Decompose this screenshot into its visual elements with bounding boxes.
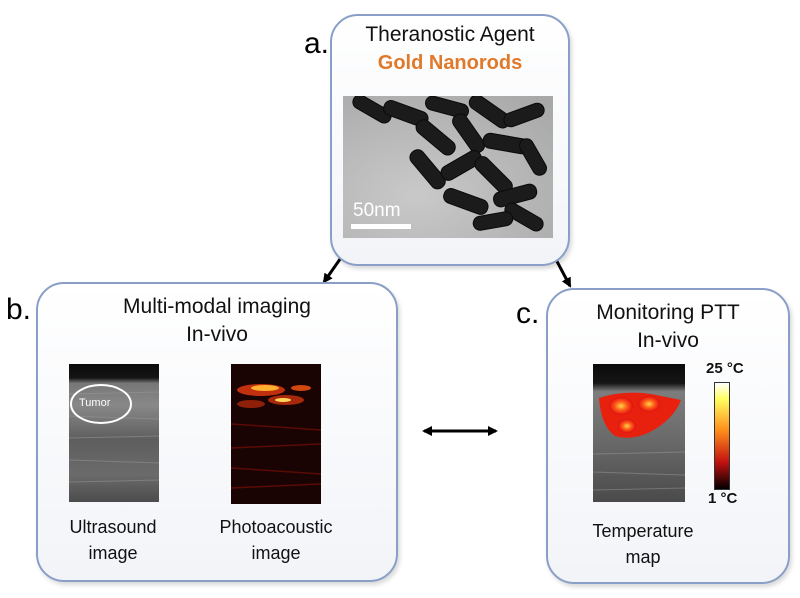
tumor-outline [70, 384, 132, 424]
photoacoustic-caption: Photoacoustic image [210, 514, 342, 566]
scale-bar-label: 50nm [353, 200, 401, 221]
tumor-label: Tumor [79, 397, 111, 409]
nanorods-tem-image: 50nm [343, 96, 553, 238]
photoacoustic-caption-line2: image [251, 543, 301, 563]
panel-c-letter: c. [516, 297, 540, 330]
panel-a-subtitle: Gold Nanorods [377, 52, 523, 74]
panel-b-title-line1: Multi-modal imaging [123, 295, 311, 318]
panel-c: Monitoring PTT In-vivo [546, 288, 790, 584]
panel-a-letter: a. [304, 27, 330, 60]
temperature-caption-line1: Temperature [592, 521, 694, 541]
colorbar-max-label: 25 °C [706, 360, 744, 377]
photoacoustic-caption-line1: Photoacoustic [219, 517, 333, 537]
photoacoustic-image [231, 364, 321, 504]
temperature-caption: Temperature map [578, 518, 708, 570]
panel-c-title-line2: In-vivo [637, 329, 699, 352]
ultrasound-image: Tumor [69, 364, 159, 502]
ultrasound-caption-line1: Ultrasound [69, 517, 157, 537]
panel-a-title: Theranostic Agent [365, 23, 535, 46]
temperature-caption-line2: map [625, 547, 661, 567]
panel-a: Theranostic Agent Gold Nanorods [330, 14, 570, 266]
panel-b: Multi-modal imaging In-vivo [36, 282, 398, 582]
temperature-colorbar [714, 382, 730, 490]
panel-c-title-line1: Monitoring PTT [596, 301, 740, 324]
ultrasound-caption-line2: image [88, 543, 138, 563]
temperature-map-image [593, 364, 685, 502]
panel-b-title-line2: In-vivo [186, 323, 248, 346]
ultrasound-caption: Ultrasound image [48, 514, 178, 566]
panel-b-letter: b. [6, 293, 32, 326]
colorbar-min-label: 1 °C [708, 490, 738, 507]
